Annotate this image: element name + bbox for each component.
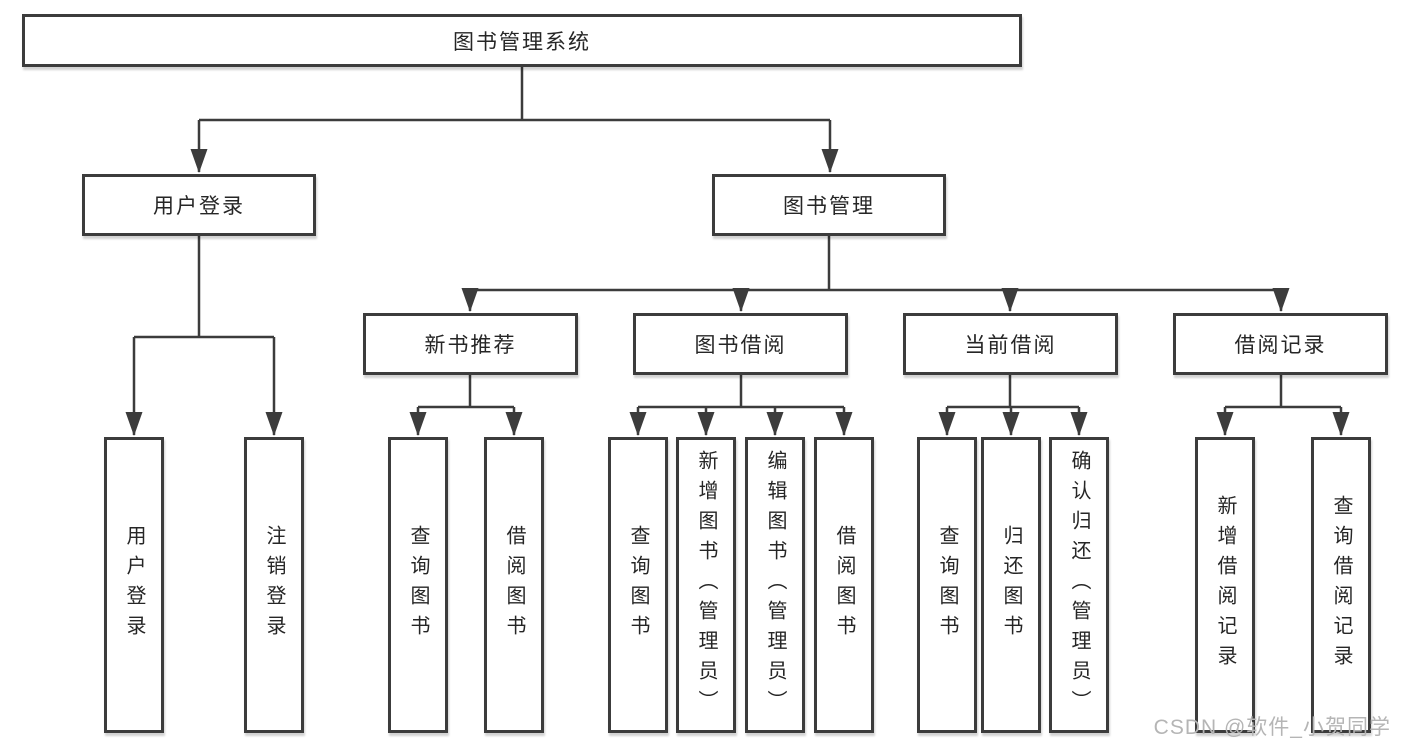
- leaf-borrow-book: 借阅图书: [814, 437, 874, 733]
- leaf-logout: 注销登录: [244, 437, 304, 733]
- csdn-watermark: CSDN @软件_小贺同学: [1153, 716, 1391, 739]
- leaf-add-book-admin: 新增图书（管理员）: [676, 437, 736, 733]
- node-library-management-system: 图书管理系统: [22, 14, 1022, 67]
- leaf-confirm-return-admin: 确认归还（管理员）: [1049, 437, 1109, 733]
- leaf-label: 新增图书（管理员）: [695, 450, 717, 720]
- node-label: 图书管理系统: [453, 30, 591, 54]
- leaf-query-book-borrow: 查询图书: [608, 437, 668, 733]
- node-label: 借阅记录: [1234, 334, 1327, 357]
- node-borrow-records: 借阅记录: [1173, 313, 1388, 375]
- leaf-label: 用户登录: [123, 525, 145, 645]
- leaf-label: 查询图书: [407, 525, 429, 645]
- node-book-management: 图书管理: [712, 174, 946, 236]
- leaf-user-login: 用户登录: [104, 437, 164, 733]
- leaf-label: 归还图书: [1000, 525, 1022, 645]
- node-label: 图书管理: [783, 195, 875, 218]
- leaf-label: 借阅图书: [833, 525, 855, 645]
- leaf-label: 查询借阅记录: [1330, 495, 1352, 675]
- leaf-label: 确认归还（管理员）: [1068, 450, 1090, 720]
- node-user-login: 用户登录: [82, 174, 316, 236]
- leaf-return-book: 归还图书: [981, 437, 1041, 733]
- leaf-label: 编辑图书（管理员）: [764, 450, 786, 720]
- node-current-borrow: 当前借阅: [903, 313, 1118, 375]
- leaf-label: 借阅图书: [503, 525, 525, 645]
- leaf-add-borrow-record: 新增借阅记录: [1195, 437, 1255, 733]
- leaf-label: 查询图书: [627, 525, 649, 645]
- node-book-borrow: 图书借阅: [633, 313, 848, 375]
- node-label: 新书推荐: [424, 334, 517, 357]
- node-label: 用户登录: [153, 195, 245, 218]
- leaf-borrow-book-recommend: 借阅图书: [484, 437, 544, 733]
- node-label: 当前借阅: [964, 334, 1057, 357]
- leaf-query-book-current: 查询图书: [917, 437, 977, 733]
- leaf-label: 查询图书: [936, 525, 958, 645]
- leaf-query-borrow-record: 查询借阅记录: [1311, 437, 1371, 733]
- leaf-label: 注销登录: [263, 525, 285, 645]
- leaf-edit-book-admin: 编辑图书（管理员）: [745, 437, 805, 733]
- node-new-book-recommend: 新书推荐: [363, 313, 578, 375]
- node-label: 图书借阅: [694, 334, 787, 357]
- leaf-query-book-recommend: 查询图书: [388, 437, 448, 733]
- leaf-label: 新增借阅记录: [1214, 495, 1236, 675]
